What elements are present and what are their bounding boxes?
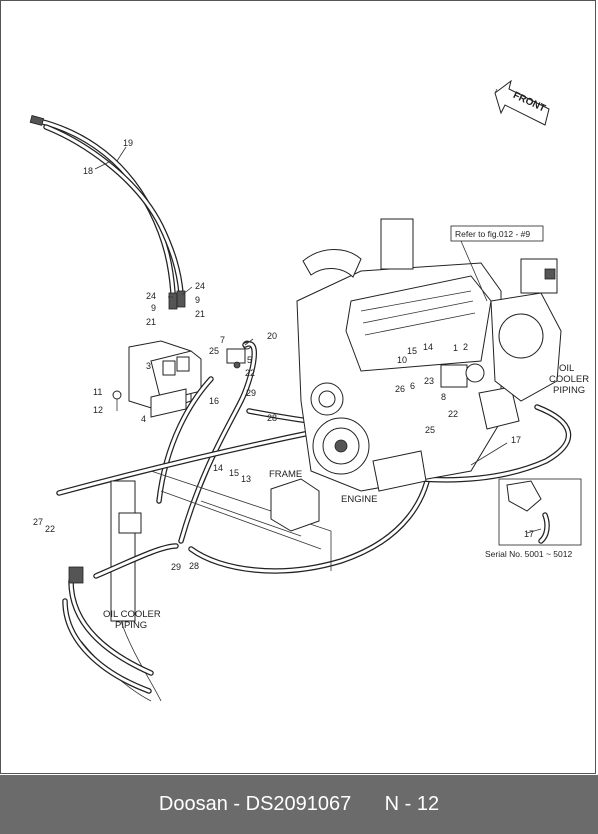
serial-note: Serial No. 5001 ~ 5012 bbox=[485, 549, 572, 559]
exploded-parts-diagram: 19 18 24 24 9 9 21 21 7 20 25 5 3 22 11 … bbox=[29, 79, 589, 702]
part-number-5: 5 bbox=[247, 355, 252, 365]
oil-cooler-right-line-2: COOLER bbox=[549, 374, 589, 385]
oil-cooler-piping-left bbox=[62, 543, 179, 694]
leader-lines bbox=[94, 88, 542, 534]
diagram-frame: 19 18 24 24 9 9 21 21 7 20 25 5 3 22 11 … bbox=[0, 0, 596, 774]
part-number-19: 19 bbox=[123, 138, 133, 148]
oil-cooler-right-line-1: OIL bbox=[559, 363, 574, 374]
part-number-27: 27 bbox=[33, 517, 43, 527]
part-number-28: 28 bbox=[267, 413, 277, 423]
part-number-3: 3 bbox=[146, 361, 151, 371]
part-number-22: 22 bbox=[245, 368, 255, 378]
part-number-29: 29 bbox=[246, 388, 256, 398]
part-number-14: 14 bbox=[213, 463, 223, 473]
part-number-9: 9 bbox=[195, 295, 200, 305]
part-number-1: 1 bbox=[453, 343, 458, 353]
part-number-22: 22 bbox=[45, 524, 55, 534]
refer-box bbox=[450, 225, 544, 242]
part-number-4: 4 bbox=[141, 414, 146, 424]
engine-assembly bbox=[296, 218, 520, 492]
part-number-2: 2 bbox=[463, 342, 468, 352]
part-number-21: 21 bbox=[146, 317, 156, 327]
part-number-25: 25 bbox=[209, 346, 219, 356]
part-number-17: 17 bbox=[524, 529, 534, 539]
tee-fitting-assembly bbox=[226, 340, 252, 369]
part-number-labels: 19 18 24 24 9 9 21 21 7 20 25 5 3 22 11 … bbox=[33, 138, 534, 572]
oil-cooler-right-line-3: PIPING bbox=[553, 385, 585, 396]
part-number-22: 22 bbox=[448, 409, 458, 419]
catalog-footer: Doosan - DS2091067 N - 12 bbox=[0, 775, 598, 834]
front-arrow bbox=[494, 79, 550, 126]
part-number-21: 21 bbox=[195, 309, 205, 319]
diagram-captions: FRONT Refer to fig.012 - #9 OIL COOLER P… bbox=[103, 90, 589, 631]
engine-label: ENGINE bbox=[341, 494, 377, 505]
part-number-11: 11 bbox=[93, 387, 102, 397]
part-number-14: 14 bbox=[423, 342, 433, 352]
part-number-9: 9 bbox=[151, 303, 156, 313]
hose-18-19 bbox=[29, 115, 186, 310]
turbo-cooler-right bbox=[490, 258, 562, 402]
part-number-18: 18 bbox=[83, 166, 93, 176]
part-number-29: 29 bbox=[171, 562, 181, 572]
footer-separator: - bbox=[227, 793, 246, 815]
valve-bracket-assembly bbox=[112, 340, 202, 418]
part-number-23: 23 bbox=[424, 376, 434, 386]
part-number-8: 8 bbox=[441, 392, 446, 402]
part-number-26: 26 bbox=[395, 384, 405, 394]
part-number-15: 15 bbox=[229, 468, 239, 478]
part-number-15: 15 bbox=[407, 346, 417, 356]
footer-gap bbox=[351, 793, 384, 816]
part-number-16: 16 bbox=[209, 396, 219, 406]
part-number-25: 25 bbox=[425, 425, 435, 435]
frame-label: FRAME bbox=[269, 469, 302, 480]
part-number-24: 24 bbox=[195, 281, 205, 291]
oil-cooler-left-line-1: OIL COOLER bbox=[103, 609, 161, 620]
part-number-13: 13 bbox=[241, 474, 251, 484]
part-number-17: 17 bbox=[511, 435, 521, 445]
hose-16-20 bbox=[156, 341, 257, 544]
part-number-24: 24 bbox=[146, 291, 156, 301]
part-number-20: 20 bbox=[267, 331, 277, 341]
part-number-6: 6 bbox=[410, 381, 415, 391]
part-number-12: 12 bbox=[93, 405, 103, 415]
footer-brand: Doosan bbox=[158, 793, 228, 815]
hose-17 bbox=[418, 404, 572, 483]
part-number-7: 7 bbox=[220, 335, 225, 345]
serial-inset bbox=[498, 478, 582, 546]
footer-page-number: N - 12 bbox=[384, 793, 440, 815]
frame-structure bbox=[80, 470, 332, 702]
footer-part-code: DS2091067 bbox=[245, 793, 352, 815]
refer-note: Refer to fig.012 - #9 bbox=[455, 229, 530, 239]
oil-cooler-left-line-2: PIPING bbox=[115, 620, 147, 631]
part-number-28: 28 bbox=[189, 561, 199, 571]
part-number-10: 10 bbox=[397, 355, 407, 365]
